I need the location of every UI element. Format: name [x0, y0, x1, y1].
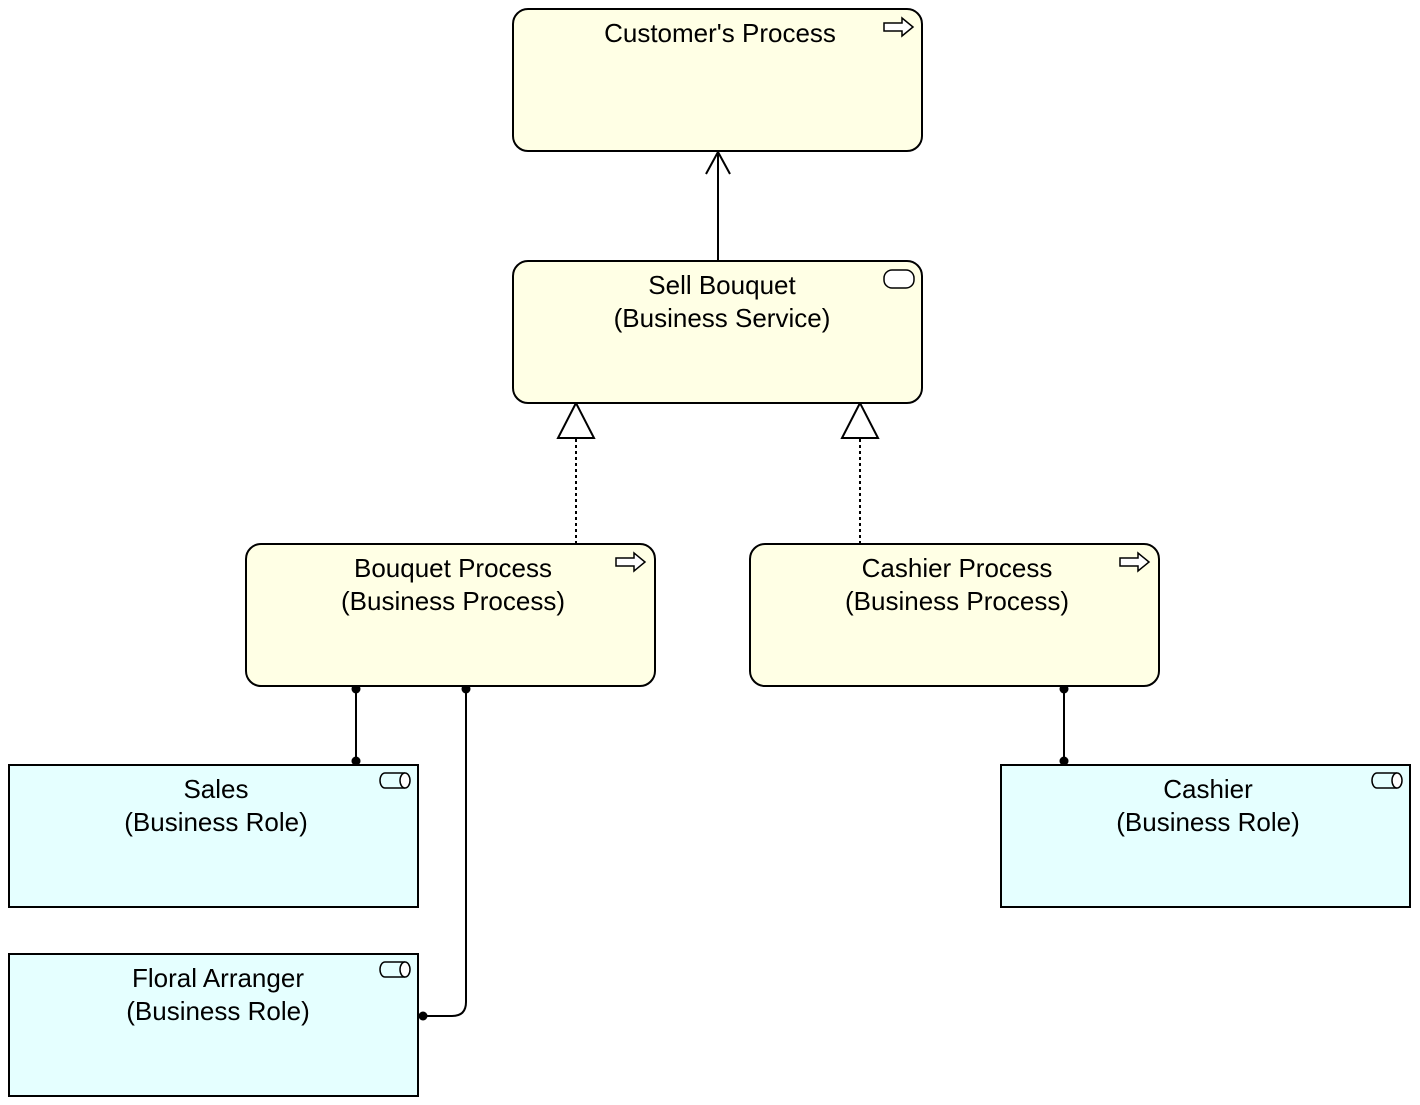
node-customers-process[interactable]: Customer's Process — [512, 8, 923, 152]
node-sales-role[interactable]: Sales (Business Role) — [8, 764, 419, 908]
node-title: Floral Arranger — [132, 963, 304, 993]
node-floral-arranger-role[interactable]: Floral Arranger (Business Role) — [8, 953, 419, 1097]
assignment-relation-sales[interactable] — [351, 684, 361, 766]
node-subtitle: (Business Service) — [614, 303, 831, 333]
node-title: Sales — [183, 774, 248, 804]
role-icon — [379, 772, 411, 789]
node-subtitle: (Business Role) — [124, 807, 308, 837]
serving-relation[interactable] — [705, 149, 731, 261]
node-box — [749, 543, 1160, 687]
realization-relation-bouquet[interactable] — [556, 400, 596, 544]
assignment-relation-floral-arranger[interactable] — [418, 684, 471, 1021]
node-subtitle: (Business Role) — [1116, 807, 1300, 837]
node-box — [8, 953, 419, 1097]
node-sell-bouquet[interactable]: Sell Bouquet (Business Service) — [512, 260, 923, 404]
role-icon — [379, 961, 411, 978]
process-arrow-icon — [883, 16, 915, 38]
node-box — [1000, 764, 1411, 908]
node-box — [8, 764, 419, 908]
node-cashier-role[interactable]: Cashier (Business Role) — [1000, 764, 1411, 908]
node-title: Customer's Process — [604, 18, 836, 48]
node-box — [245, 543, 656, 687]
node-subtitle: (Business Role) — [126, 996, 310, 1026]
role-icon — [1371, 772, 1403, 789]
node-title: Sell Bouquet — [648, 270, 796, 300]
assignment-relation-cashier[interactable] — [1059, 684, 1069, 766]
service-icon — [883, 269, 915, 289]
node-title: Cashier — [1163, 774, 1253, 804]
node-subtitle: (Business Process) — [845, 586, 1069, 616]
node-cashier-process[interactable]: Cashier Process (Business Process) — [749, 543, 1160, 687]
node-bouquet-process[interactable]: Bouquet Process (Business Process) — [245, 543, 656, 687]
node-box — [512, 260, 923, 404]
node-subtitle: (Business Process) — [341, 586, 565, 616]
process-arrow-icon — [615, 551, 647, 573]
node-title: Cashier Process — [862, 553, 1053, 583]
process-arrow-icon — [1119, 551, 1151, 573]
realization-relation-cashier[interactable] — [840, 400, 880, 544]
node-box — [512, 8, 923, 152]
node-title: Bouquet Process — [354, 553, 552, 583]
